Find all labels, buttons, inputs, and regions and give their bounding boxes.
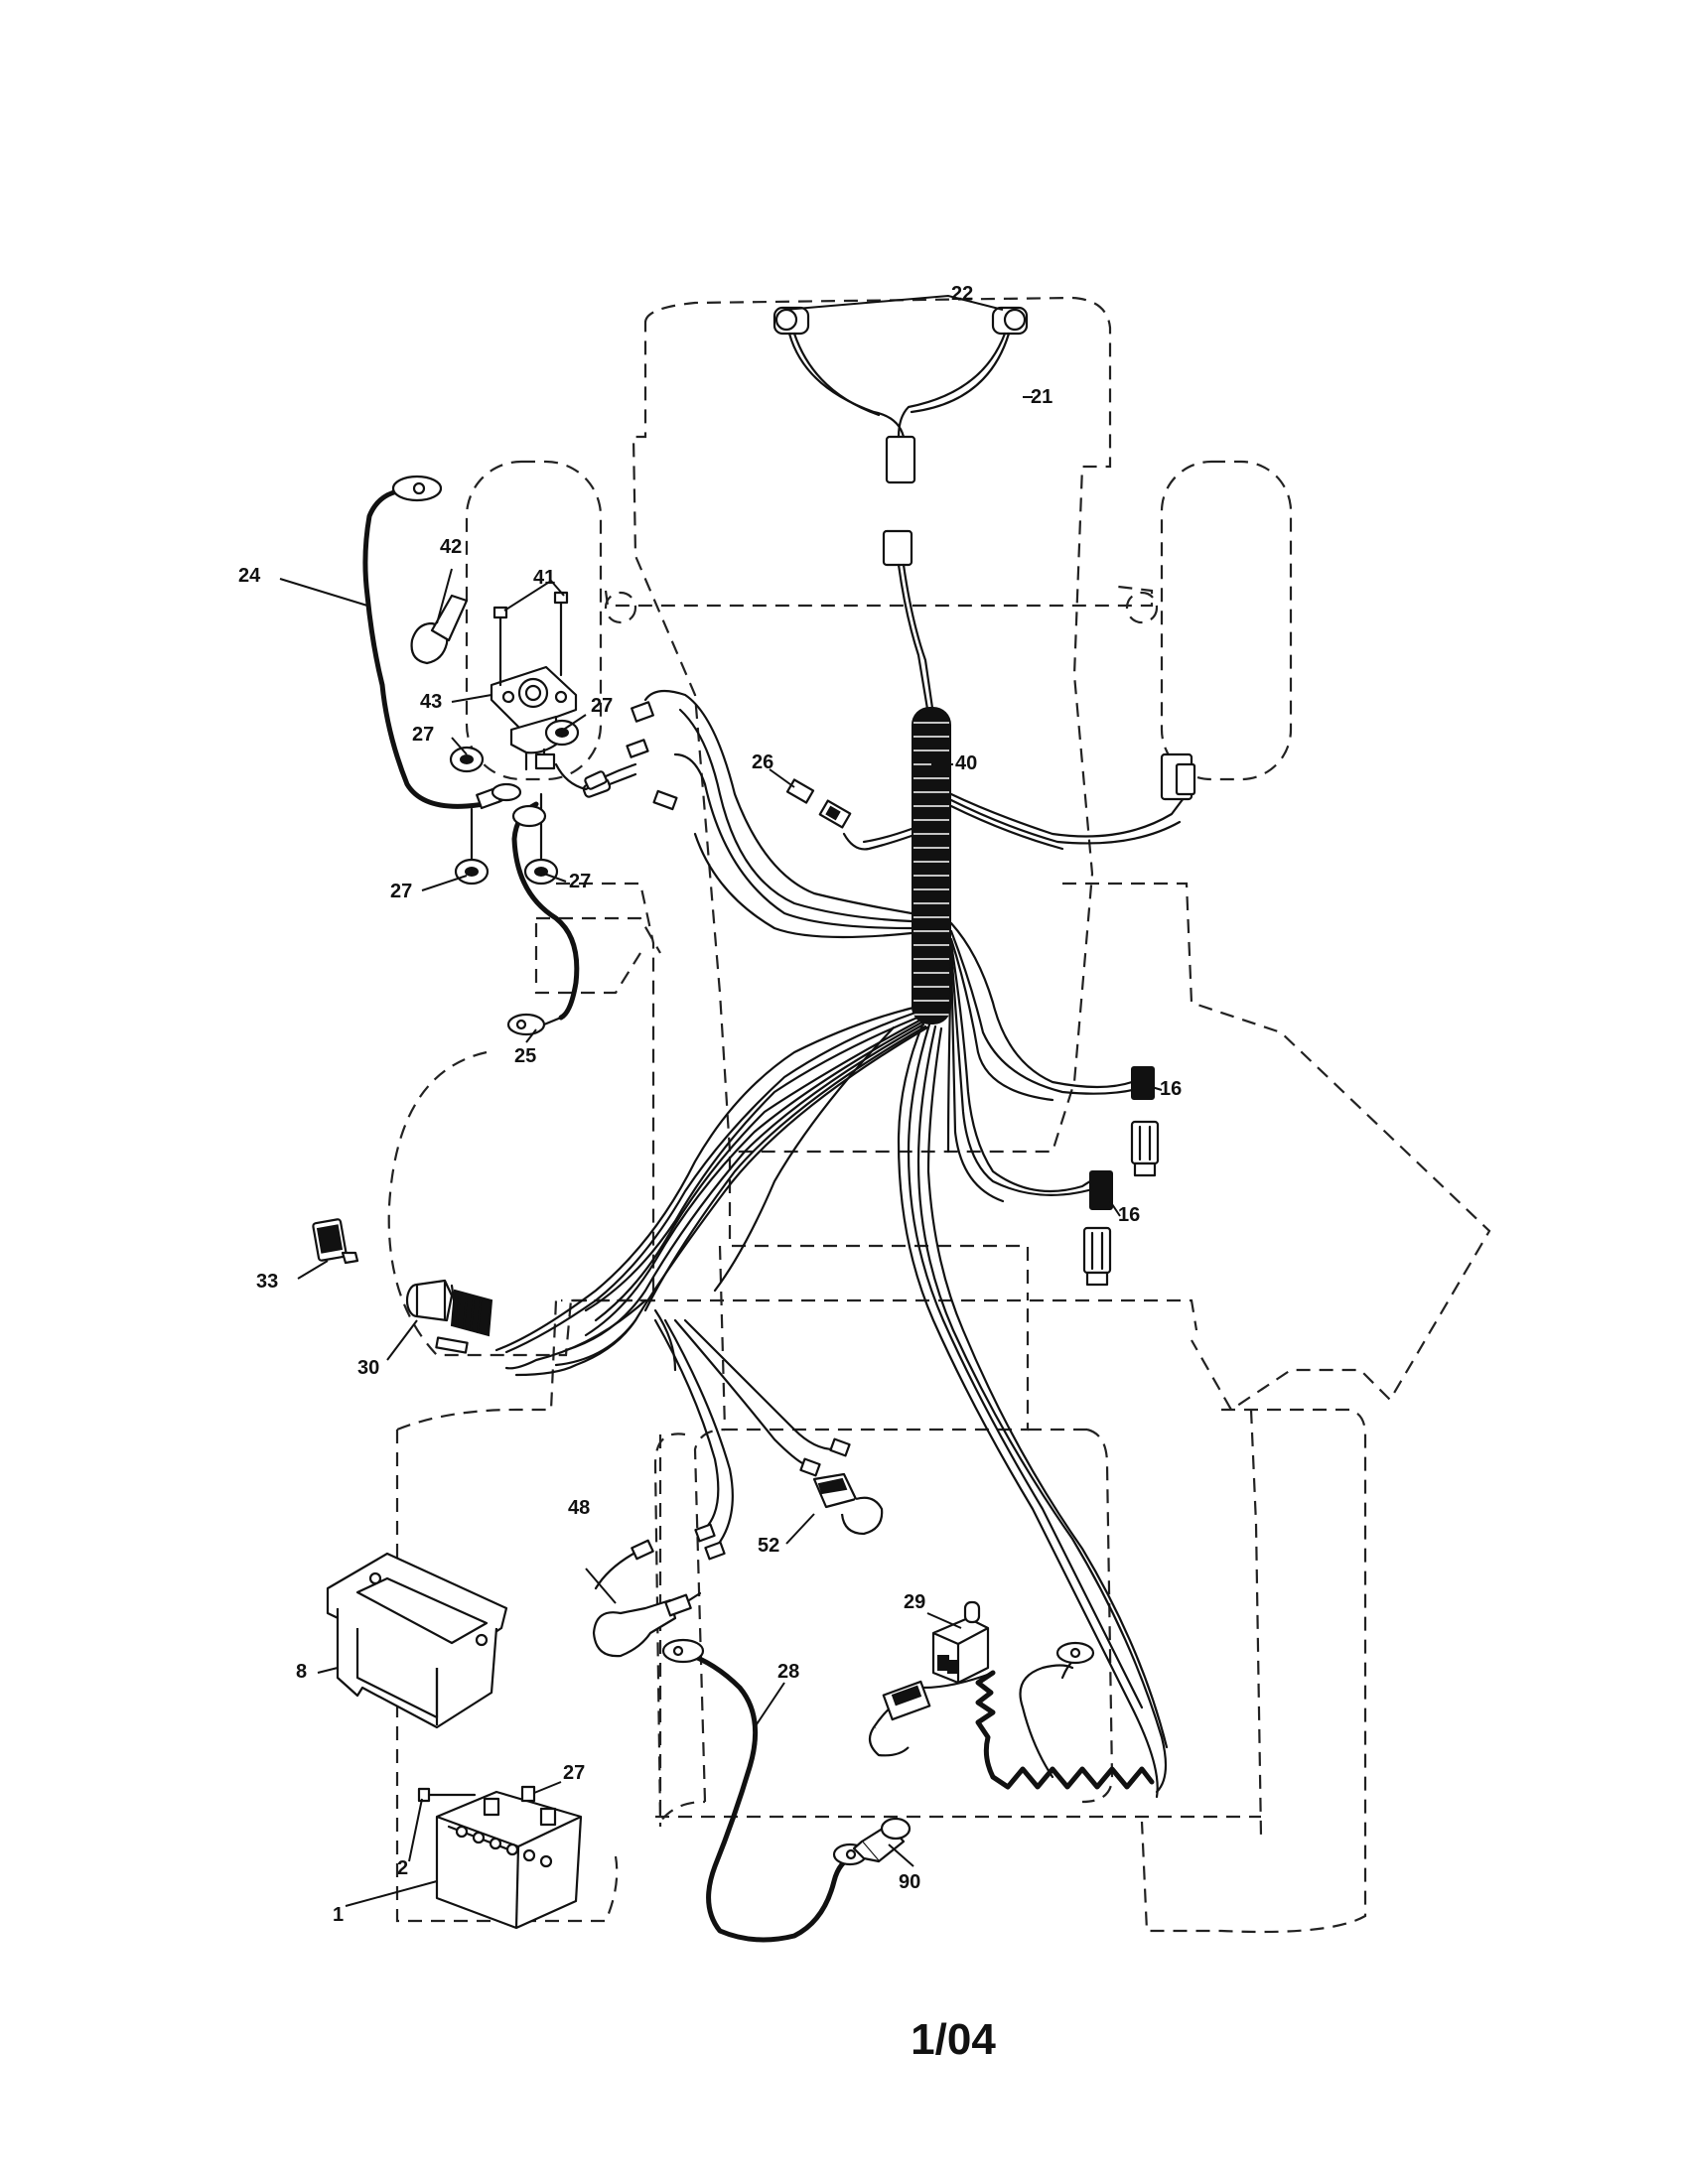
callout-22: 22 (951, 283, 973, 305)
bulb-48 (592, 1591, 702, 1658)
harness-branch-upper-left (643, 689, 913, 939)
cable-28 (661, 1638, 868, 1943)
callout-16a: 16 (1160, 1078, 1182, 1100)
nut-27-d (523, 858, 559, 886)
headlight-mating-connector (882, 529, 913, 567)
callout-29: 29 (904, 1591, 925, 1613)
pto-ring-terminal (1055, 1641, 1095, 1680)
callout-27d: 27 (569, 871, 591, 892)
headlight-right (991, 306, 1029, 336)
boot-42 (410, 594, 469, 665)
battery-1 (435, 1790, 583, 1930)
callout-52: 52 (758, 1535, 779, 1557)
bolts-41 (492, 579, 569, 687)
terminal-48 (594, 1539, 654, 1590)
connector-16-lower (1082, 1170, 1113, 1287)
callout-43: 43 (420, 691, 442, 713)
callout-labels: 22 21 24 42 41 43 27 27 27 27 25 26 40 1… (238, 283, 1182, 1926)
socket-52 (812, 1472, 884, 1536)
bolt-2 (417, 1787, 477, 1803)
leader-lines (279, 294, 1163, 1907)
connector-26 (785, 778, 852, 829)
callout-2: 2 (397, 1857, 408, 1879)
callout-27e: 27 (563, 1762, 585, 1784)
cable-24 (362, 475, 522, 810)
solenoid-terminal-wires (554, 762, 637, 791)
callout-27c: 27 (390, 881, 412, 902)
pto-switch-29 (931, 1600, 990, 1685)
cable-25 (506, 801, 580, 1036)
callout-21: 21 (1031, 386, 1052, 408)
callout-8: 8 (296, 1661, 307, 1683)
ignition-switch-30 (405, 1279, 493, 1354)
page-number: 1/04 (911, 2015, 996, 2064)
harness-branch-lower-right (946, 921, 1146, 1203)
callout-24: 24 (238, 565, 261, 587)
harness-branch-rear (653, 1318, 851, 1561)
headlight-connector (885, 435, 916, 484)
solenoid-studs (470, 792, 543, 862)
nut-27-e (520, 1785, 536, 1803)
headlight-left (772, 306, 810, 336)
callout-33: 33 (256, 1271, 278, 1293)
callout-26: 26 (752, 751, 773, 773)
headlight-assembly (772, 306, 1029, 717)
harness-branch-ignition (494, 1006, 929, 1377)
harness-loom (912, 707, 951, 1024)
callout-27b: 27 (412, 724, 434, 746)
callout-41: 41 (533, 567, 555, 589)
callout-42: 42 (440, 536, 462, 558)
nut-27-b (544, 719, 580, 747)
battery-box-8 (326, 1552, 508, 1729)
boot-90 (852, 1817, 912, 1863)
callout-90: 90 (899, 1871, 920, 1893)
nut-27-c (454, 858, 490, 886)
nut-27-a (449, 746, 485, 773)
callout-25: 25 (514, 1045, 536, 1067)
solenoid-43 (490, 665, 578, 771)
pto-connector (868, 1680, 931, 1757)
callout-48: 48 (568, 1497, 590, 1519)
callout-28: 28 (777, 1661, 799, 1683)
harness-branch-pto (897, 1021, 1169, 1799)
callout-27a: 27 (591, 695, 613, 717)
harness-terminals-upper (582, 701, 678, 811)
connector-16-upper (1130, 1066, 1160, 1177)
callout-40: 40 (955, 752, 977, 774)
key-33 (312, 1218, 359, 1265)
callout-1: 1 (333, 1904, 344, 1926)
callout-16b: 16 (1118, 1204, 1140, 1226)
tractor-outline (387, 296, 1491, 1934)
callout-30: 30 (357, 1357, 379, 1379)
harness-branch-right (949, 752, 1196, 851)
